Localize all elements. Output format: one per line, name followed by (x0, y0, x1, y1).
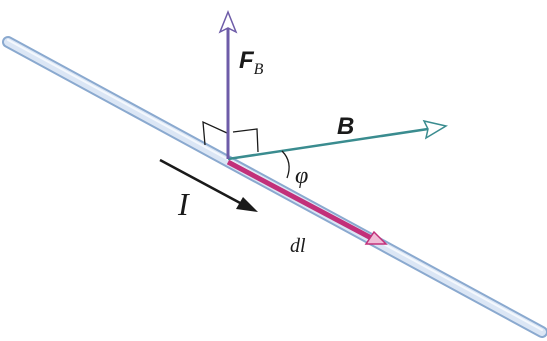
right-angle-markers (202, 120, 259, 153)
length-element-vector (226, 159, 388, 245)
right-angle-marker-field (232, 128, 259, 153)
current-arrow (159, 158, 258, 212)
field-label: B (337, 113, 354, 140)
current-arrow-shaft (159, 158, 243, 206)
field-vector-arrowhead (422, 119, 448, 140)
angle-arc (281, 150, 290, 179)
force-vector (218, 9, 238, 159)
angle-label: φ (295, 163, 308, 189)
length-element-shaft (226, 159, 377, 243)
force-label: FB (239, 47, 264, 78)
current-arrow-arrowhead (236, 197, 258, 212)
current-label: I (177, 186, 190, 222)
length-element-label: dl (290, 235, 306, 257)
length-element-arrowhead (364, 230, 388, 245)
field-vector (227, 119, 448, 161)
field-vector-shaft (227, 127, 429, 161)
force-vector-arrowhead (218, 9, 238, 34)
right-angle-marker-wire (202, 120, 228, 146)
force-label-subscript: B (254, 61, 264, 78)
